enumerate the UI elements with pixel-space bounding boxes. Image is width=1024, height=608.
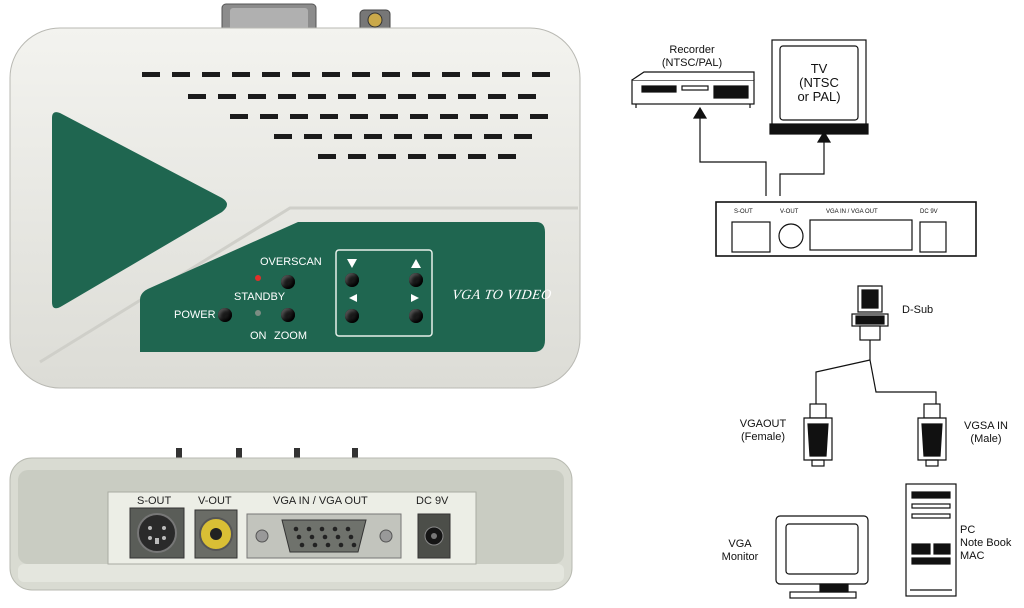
overscan-button[interactable]: [281, 275, 295, 289]
tv-label: TV (NTSC or PAL): [784, 62, 854, 104]
pc-label-line2: Note Book: [960, 537, 1012, 549]
tv-label-line1: TV: [810, 61, 828, 76]
recorder-label-line2: (NTSC/PAL): [661, 57, 723, 69]
pc-label-line3: MAC: [960, 550, 985, 562]
recorder-label: Recorder (NTSC/PAL): [642, 44, 742, 70]
box-vga-label: VGA IN / VGA OUT: [826, 209, 878, 215]
box-s-out-label: S-OUT: [734, 209, 753, 215]
vgain-label-line2: (Male): [970, 433, 1002, 445]
pc-label-line1: PC: [960, 524, 976, 536]
vgaout-label: VGAOUT (Female): [728, 418, 798, 444]
box-dc-label: DC 9V: [920, 209, 938, 215]
back-vga-label: VGA IN / VGA OUT: [273, 495, 368, 507]
device-top-view: OVERSCAN STANDBY POWER ON ZOOM VGA TO VI…: [0, 0, 600, 400]
connection-diagram-art: [631, 39, 977, 599]
device-back-body: [9, 448, 573, 591]
zoom-button[interactable]: [281, 308, 295, 322]
brand-label: VGA TO VIDEO: [451, 288, 553, 303]
device-top-body: [9, 3, 581, 389]
overscan-label: OVERSCAN: [260, 256, 322, 268]
connection-diagram: Recorder (NTSC/PAL) TV (NTSC or PAL) S-O…: [620, 0, 1024, 608]
monitor-label-line1: VGA: [728, 538, 752, 550]
on-label: ON: [250, 330, 267, 342]
device-back-view: S-OUT V-OUT VGA IN / VGA OUT DC 9V: [0, 440, 600, 608]
arrow-left-button[interactable]: [345, 309, 359, 323]
vgain-label: VGSA IN (Male): [954, 420, 1018, 446]
recorder-label-line1: Recorder: [669, 44, 715, 56]
standby-label: STANDBY: [234, 291, 286, 303]
monitor-label: VGA Monitor: [712, 538, 768, 564]
power-label: POWER: [174, 309, 216, 321]
arrow-up-button[interactable]: [409, 273, 423, 287]
power-button[interactable]: [218, 308, 232, 322]
back-dc-label: DC 9V: [416, 495, 449, 507]
arrow-down-button[interactable]: [345, 273, 359, 287]
tv-label-line2: (NTSC: [799, 75, 839, 90]
vgaout-label-line2: (Female): [740, 431, 785, 443]
vgaout-label-line1: VGAOUT: [739, 418, 787, 430]
monitor-label-line2: Monitor: [721, 551, 759, 563]
box-v-out-label: V-OUT: [780, 209, 799, 215]
vgain-label-line1: VGSA IN: [963, 420, 1009, 432]
zoom-label: ZOOM: [274, 330, 307, 342]
dsub-label: D-Sub: [902, 304, 934, 316]
tv-label-line3: or PAL): [797, 89, 841, 104]
pc-label: PC Note Book MAC: [960, 524, 1022, 563]
back-v-out-label: V-OUT: [198, 495, 232, 507]
arrow-right-button[interactable]: [409, 309, 423, 323]
back-s-out-label: S-OUT: [137, 495, 172, 507]
